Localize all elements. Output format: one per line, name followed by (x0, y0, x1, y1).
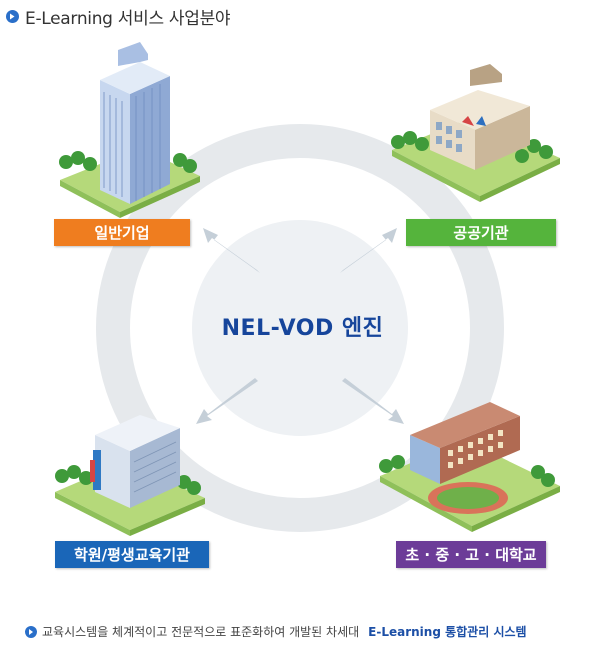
service-diagram (55, 42, 560, 536)
arrow-to-school (342, 378, 404, 424)
arrow-to-general (203, 228, 260, 273)
page-title: E-Learning 서비스 사업분야 (25, 8, 231, 29)
footer-note: 교육시스템을 체계적이고 전문적으로 표준화하여 개발된 차세대 E-Learn… (25, 623, 527, 640)
outer-ring (96, 124, 504, 532)
arrow-right-circle-icon (25, 625, 37, 638)
sector-badge-school: 초 · 중 · 고 · 대학교 (396, 541, 546, 568)
footer-text: 교육시스템을 체계적이고 전문적으로 표준화하여 개발된 차세대 (42, 625, 360, 639)
sector-badge-general-company: 일반기업 (54, 219, 190, 246)
sector-badge-public-institution: 공공기관 (406, 219, 556, 246)
arrow-right-circle-icon (6, 9, 19, 23)
header: E-Learning 서비스 사업분야 (6, 6, 231, 29)
school-campus-illustration (379, 402, 560, 532)
arrow-to-academy (196, 378, 258, 424)
government-building-illustration (391, 64, 560, 202)
center-engine-label: NEL-VOD 엔진 (221, 316, 384, 341)
footer-highlight: E-Learning 통합관리 시스템 (368, 625, 527, 639)
office-tower-illustration (59, 42, 200, 218)
arrow-to-public (340, 228, 397, 273)
center-circle (192, 220, 408, 436)
sector-badge-academy: 학원/평생교육기관 (55, 541, 209, 568)
academy-building-illustration (55, 415, 205, 536)
